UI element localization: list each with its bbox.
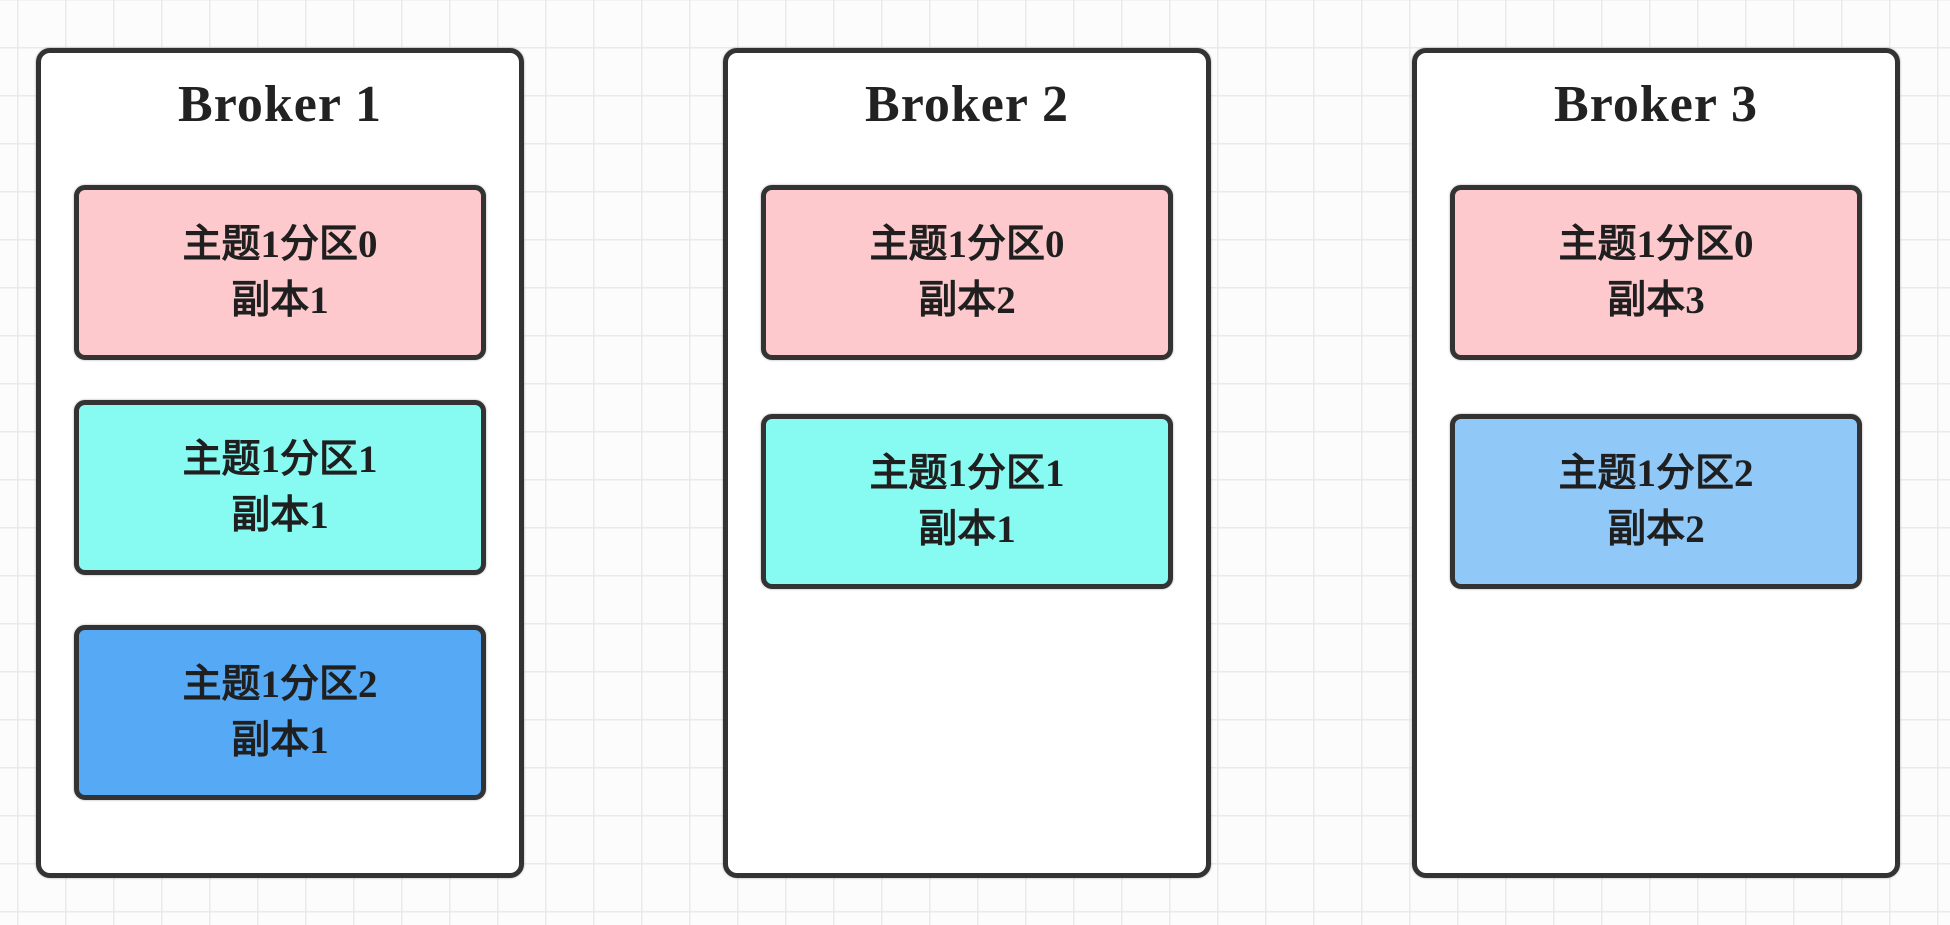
- broker-1-partition-0-replica-1: 主题1分区0 副本1: [74, 185, 486, 360]
- partition-replica-label: 副本3: [1607, 278, 1705, 322]
- partition-topic-label: 主题1分区0: [182, 223, 378, 267]
- broker-1-title: Broker 1: [178, 76, 382, 133]
- partition-replica-label: 副本1: [231, 493, 329, 537]
- partition-replica-label: 副本2: [1607, 507, 1705, 551]
- partition-replica-label: 副本2: [918, 278, 1016, 322]
- broker-2-title: Broker 2: [865, 76, 1069, 133]
- broker-3-partition-0-replica-3: 主题1分区0 副本3: [1450, 185, 1862, 360]
- partition-topic-label: 主题1分区2: [182, 663, 378, 707]
- partition-replica-label: 副本1: [231, 718, 329, 762]
- broker-2-partition-0-replica-2: 主题1分区0 副本2: [761, 185, 1173, 360]
- broker-3-partition-2-replica-2: 主题1分区2 副本2: [1450, 414, 1862, 589]
- partition-replica-label: 副本1: [918, 507, 1016, 551]
- broker-1-partition-2-replica-1: 主题1分区2 副本1: [74, 625, 486, 800]
- partition-topic-label: 主题1分区1: [182, 438, 378, 482]
- broker-1-partition-1-replica-1: 主题1分区1 副本1: [74, 400, 486, 575]
- broker-3-title: Broker 3: [1554, 76, 1758, 133]
- partition-topic-label: 主题1分区1: [869, 452, 1065, 496]
- partition-replica-label: 副本1: [231, 278, 329, 322]
- partition-topic-label: 主题1分区0: [1558, 223, 1754, 267]
- partition-topic-label: 主题1分区0: [869, 223, 1065, 267]
- broker-3-box: Broker 3 主题1分区0 副本3 主题1分区2 副本2: [1412, 48, 1900, 878]
- broker-2-box: Broker 2 主题1分区0 副本2 主题1分区1 副本1: [723, 48, 1211, 878]
- partition-topic-label: 主题1分区2: [1558, 452, 1754, 496]
- broker-2-partition-1-replica-1: 主题1分区1 副本1: [761, 414, 1173, 589]
- broker-1-box: Broker 1 主题1分区0 副本1 主题1分区1 副本1 主题1分区2 副本…: [36, 48, 524, 878]
